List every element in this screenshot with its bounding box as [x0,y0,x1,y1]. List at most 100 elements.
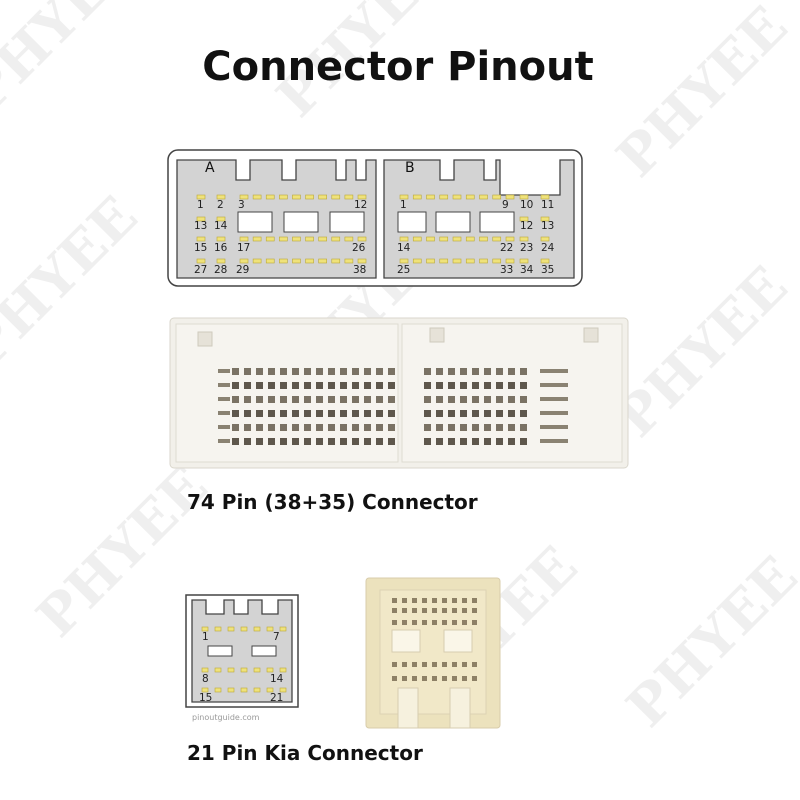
plug-hole [256,410,263,417]
pin-dot [216,194,226,200]
connector-74-illustration [169,317,629,469]
plug-hole [340,382,347,389]
plug-hole [292,396,299,403]
plug-hole [304,424,311,431]
cavity [479,211,515,233]
pin-dot [344,258,354,264]
pin-label: 28 [214,264,227,276]
plug-hole [422,620,427,625]
plug-hole [496,382,503,389]
connector-21-caption: 21 Pin Kia Connector [187,741,423,765]
plug-hole [328,438,335,445]
plug-hole [388,382,395,389]
pin-dot [292,258,301,264]
section-b-label: B [405,160,415,176]
pin-dot [426,236,435,242]
pin-dot [479,194,488,200]
plug-hole [472,676,477,681]
plug-hole [376,424,383,431]
page-title: Connector Pinout [202,44,593,90]
plug-hole [244,396,251,403]
pin-label: 13 [194,220,207,232]
plug-hole [218,411,230,415]
pin-label: 21 [270,692,283,704]
plug-hole [268,424,275,431]
plug-hole [436,368,443,375]
plug-hole [402,662,407,667]
pin-dot [292,194,301,200]
pin-label: 14 [397,242,411,254]
latch [429,327,445,343]
plug-hole [424,382,431,389]
plug-hole [280,438,287,445]
plug-hole [496,410,503,417]
plug-hole [340,424,347,431]
pin-dot [519,236,529,242]
pin-dot [465,236,475,242]
pin-dot [492,194,502,200]
plug-hole [424,424,431,431]
plug-hole [448,368,455,375]
plug-hole [448,410,455,417]
pin-dot [399,258,409,264]
plug-hole [304,438,311,445]
pin-grid-21 [201,626,287,693]
plug-hole [520,382,527,389]
pin-label: 7 [273,631,280,643]
pin-dot [279,258,288,264]
pin-dot [196,236,206,242]
plug-hole [472,438,479,445]
plug-hole [388,438,395,445]
watermark: PHYEE [604,254,800,450]
plug-hole [472,620,477,625]
plug-hole [460,410,467,417]
pin-dot [252,236,262,242]
plug-hole [316,424,323,431]
plug-hole [340,396,347,403]
plug-hole [422,598,427,603]
cavity [251,645,277,657]
pin-label: 22 [500,242,513,254]
pin-dot [357,236,367,242]
pin-dot [201,687,209,693]
pin-dot [412,258,422,264]
plug-hole [432,598,437,603]
connector-21-schematic: 1 7 8 14 15 21 [185,594,299,708]
pin-dot [265,236,275,242]
pin-dot [265,194,275,200]
pin-dot [227,687,235,693]
pin-dot [305,194,314,200]
pin-dot [439,194,449,200]
plug-hole [540,397,568,401]
plug-hole [432,676,437,681]
pin-label: 24 [541,242,555,254]
plug-hole [484,382,491,389]
plug-hole [376,438,383,445]
plug-hole [472,424,479,431]
plug-hole [304,368,311,375]
pin-dot [452,258,462,264]
pin-label: 34 [520,264,534,276]
plug-hole [232,410,239,417]
plug-hole [424,438,431,445]
plug-hole [392,662,397,667]
cavity [283,211,319,233]
plug-hole [452,598,457,603]
plug-hole [462,598,467,603]
plug-hole [422,608,427,613]
pin-dot [399,194,409,200]
plug-hole [316,438,323,445]
pin-dot [519,258,529,264]
plug-hole [462,662,467,667]
pin-dot [216,216,226,222]
pin-dot [344,194,354,200]
plug-hole [232,382,239,389]
pin-dot [492,258,502,264]
plug-hole [442,598,447,603]
pin-dot [253,667,261,673]
plug-hole [388,368,395,375]
plug-hole [218,425,230,429]
plug-hole [472,382,479,389]
plug-hole [452,620,457,625]
watermark: PHYEE [614,544,800,740]
